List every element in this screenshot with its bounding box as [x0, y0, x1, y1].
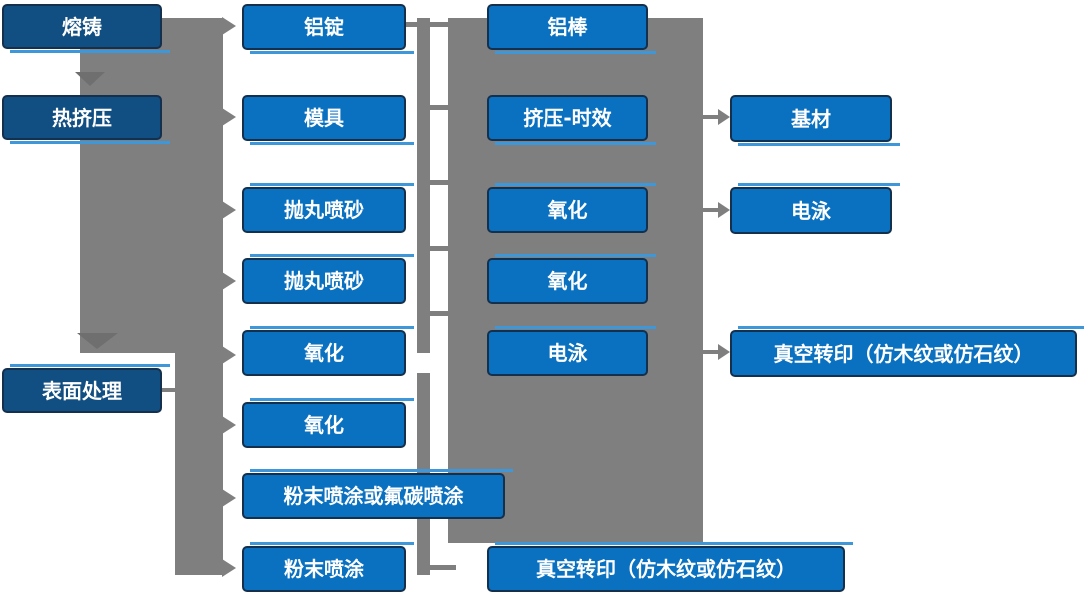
node-oxidation-2: 氧化 — [242, 402, 406, 448]
node-melting-casting: 熔铸 — [2, 4, 162, 49]
node-extrusion-aging: 挤压-时效 — [487, 95, 648, 141]
connector-stub — [417, 105, 448, 110]
node-vacuum-transfer-2: 真空转印（仿木纹或仿石纹） — [730, 330, 1077, 377]
node-vacuum-transfer-1: 真空转印（仿木纹或仿石纹） — [487, 546, 845, 592]
arrow-down-icon — [77, 333, 118, 349]
node-label: 挤压-时效 — [523, 106, 612, 130]
accent-strip — [10, 364, 170, 367]
node-label: 电泳 — [547, 341, 588, 365]
connector-stub — [417, 180, 448, 185]
accent-strip — [250, 142, 414, 145]
node-label: 真空转印（仿木纹或仿石纹） — [536, 557, 796, 581]
arrow-right-icon — [222, 489, 236, 507]
node-oxidation-1: 氧化 — [242, 330, 406, 376]
node-label: 抛丸喷砂 — [284, 198, 364, 222]
arrow-stem — [703, 350, 718, 354]
connector-surface-trunk — [175, 353, 223, 575]
node-label: 熔铸 — [62, 14, 102, 39]
connector-stub — [406, 22, 448, 27]
node-oxidation-3: 氧化 — [487, 187, 648, 233]
accent-strip — [250, 51, 414, 54]
node-label: 铝锭 — [304, 15, 344, 39]
accent-strip — [495, 142, 656, 145]
node-electrophoresis-1: 电泳 — [487, 330, 648, 376]
node-label: 铝棒 — [547, 15, 588, 39]
node-label: 模具 — [304, 106, 344, 130]
arrow-right-icon — [222, 416, 236, 434]
node-label: 氧化 — [547, 269, 588, 293]
arrow-right-icon — [718, 202, 730, 218]
node-label: 粉末喷涂或氟碳喷涂 — [283, 484, 464, 508]
arrow-right-icon — [718, 344, 730, 360]
arrow-right-icon — [222, 559, 236, 577]
arrow-down-icon — [75, 72, 105, 86]
accent-strip — [10, 50, 170, 53]
node-electrophoresis-2: 电泳 — [730, 187, 892, 234]
node-label: 真空转印（仿木纹或仿石纹） — [773, 341, 1034, 366]
node-shot-blasting-2: 抛丸喷砂 — [242, 258, 406, 304]
arrow-right-icon — [222, 108, 236, 126]
arrow-stem — [703, 115, 718, 119]
accent-strip — [738, 326, 1084, 329]
node-label: 表面处理 — [42, 378, 122, 403]
accent-strip — [495, 254, 656, 257]
connector-stub — [417, 311, 448, 316]
node-label: 氧化 — [304, 413, 344, 437]
node-powder-or-fluorocarbon-coating: 粉末喷涂或氟碳喷涂 — [242, 473, 505, 519]
accent-strip — [738, 143, 900, 146]
accent-strip — [495, 51, 656, 54]
connector-mid-bar-upper — [417, 18, 430, 353]
accent-strip — [250, 542, 414, 545]
node-oxidation-4: 氧化 — [487, 258, 648, 304]
node-base-material: 基材 — [730, 95, 892, 142]
arrow-stem — [703, 208, 718, 212]
connector-left-trunk — [80, 18, 223, 353]
node-label: 氧化 — [547, 198, 588, 222]
node-hot-extrusion: 热挤压 — [2, 95, 162, 140]
accent-strip — [250, 398, 414, 401]
accent-strip — [495, 326, 656, 329]
arrow-right-icon — [222, 272, 236, 290]
connector-surface-stub — [162, 388, 176, 392]
node-label: 氧化 — [304, 341, 344, 365]
accent-strip — [250, 326, 414, 329]
accent-strip — [250, 254, 414, 257]
connector-stub — [430, 565, 456, 570]
accent-strip — [738, 183, 900, 186]
accent-strip — [495, 542, 853, 545]
node-powder-coating: 粉末喷涂 — [242, 546, 406, 592]
arrow-right-icon — [718, 109, 730, 125]
accent-strip — [495, 183, 656, 186]
arrow-right-icon — [222, 346, 236, 364]
node-shot-blasting-1: 抛丸喷砂 — [242, 187, 406, 233]
node-aluminum-ingot: 铝锭 — [242, 4, 406, 50]
node-surface-treatment: 表面处理 — [2, 368, 162, 413]
accent-strip — [250, 469, 513, 472]
arrow-right-icon — [222, 17, 236, 35]
arrow-right-icon — [222, 201, 236, 219]
accent-strip — [10, 141, 170, 144]
node-label: 热挤压 — [52, 105, 112, 130]
node-label: 基材 — [791, 106, 831, 131]
node-label: 抛丸喷砂 — [284, 269, 364, 293]
node-label: 电泳 — [791, 198, 831, 223]
accent-strip — [250, 183, 414, 186]
connector-stub — [417, 246, 448, 251]
node-mold: 模具 — [242, 95, 406, 141]
node-aluminum-rod: 铝棒 — [487, 4, 648, 50]
node-label: 粉末喷涂 — [284, 557, 364, 581]
